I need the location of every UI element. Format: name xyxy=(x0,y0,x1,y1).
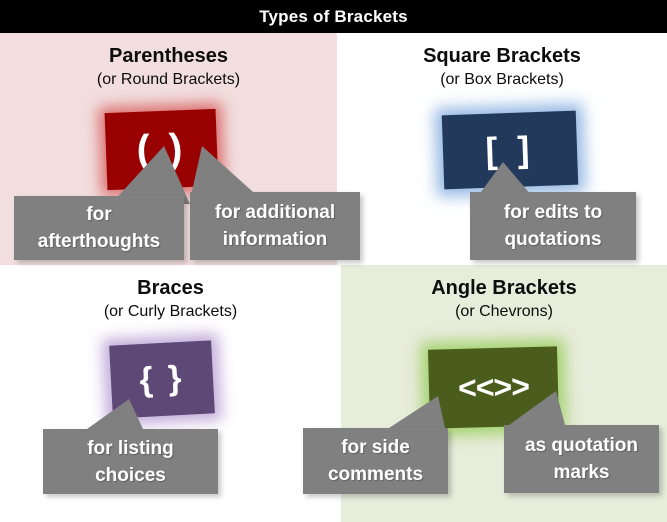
callout-quotation-marks: as quotation marks xyxy=(504,391,659,493)
heading-square-brackets-title: Square Brackets xyxy=(423,45,581,67)
callout-side-comments-body xyxy=(303,428,448,494)
heading-square-brackets: Square Brackets (or Box Brackets) xyxy=(337,44,667,91)
symbol-braces: { } xyxy=(138,358,186,400)
callout-side-comments-label: for side comments xyxy=(303,428,448,494)
heading-parentheses-title: Parentheses xyxy=(109,45,228,67)
callout-quotation-marks-line1: as quotation xyxy=(525,435,638,456)
callout-afterthoughts-body xyxy=(14,196,184,260)
callout-afterthoughts: for afterthoughts xyxy=(14,146,190,260)
callout-listing-choices-line2: choices xyxy=(95,464,166,486)
heading-braces-title: Braces xyxy=(137,277,204,299)
heading-braces-subtitle: (or Curly Brackets) xyxy=(103,303,238,320)
callout-listing-choices-label: for listing choices xyxy=(43,429,218,494)
callout-afterthoughts-tail-icon xyxy=(111,146,190,204)
heading-angle-brackets-title: Angle Brackets xyxy=(431,277,577,299)
callout-afterthoughts-line2: afterthoughts xyxy=(37,231,161,252)
callout-edits-to-quotations: for edits to quotations xyxy=(470,162,636,260)
callout-listing-choices: for listing choices xyxy=(43,399,218,494)
callout-edits-to-quotations-label: for edits to quotations xyxy=(470,192,636,260)
page-title: Types of Brackets xyxy=(0,0,667,33)
callout-listing-choices-body xyxy=(43,429,218,494)
heading-parentheses: Parentheses (or Round Brackets) xyxy=(0,44,337,91)
callout-side-comments: for side comments xyxy=(303,396,448,494)
callout-listing-choices-tail-icon xyxy=(87,399,143,429)
callout-additional-information-tail-icon xyxy=(190,146,262,200)
callout-afterthoughts-label: for afterthoughts xyxy=(14,196,184,260)
callout-edits-to-quotations-line2: quotations xyxy=(504,229,602,250)
callout-edits-to-quotations-tail-icon xyxy=(478,162,532,196)
callout-side-comments-line2: comments xyxy=(327,464,424,485)
callout-additional-information: for additional information xyxy=(190,146,360,260)
callout-edits-to-quotations-line1: for edits to xyxy=(503,202,603,223)
heading-braces: Braces (or Curly Brackets) xyxy=(0,276,341,323)
heading-square-brackets-subtitle: (or Box Brackets) xyxy=(440,71,564,88)
heading-angle-brackets-subtitle: (or Chevrons) xyxy=(455,303,553,320)
callout-quotation-marks-tail-icon xyxy=(509,391,565,425)
callout-quotation-marks-line2: marks xyxy=(553,462,610,483)
callout-afterthoughts-line1: for xyxy=(86,204,112,225)
callout-additional-information-line2: information xyxy=(222,229,328,250)
heading-angle-brackets: Angle Brackets (or Chevrons) xyxy=(341,276,667,323)
heading-parentheses-subtitle: (or Round Brackets) xyxy=(96,71,241,88)
callout-edits-to-quotations-body xyxy=(470,192,636,260)
callout-listing-choices-line1: for listing xyxy=(87,437,174,459)
callout-quotation-marks-body xyxy=(504,425,659,493)
callout-quotation-marks-label: as quotation marks xyxy=(504,425,659,493)
callout-side-comments-tail-icon xyxy=(389,396,445,428)
callout-side-comments-line1: for side xyxy=(341,437,410,458)
callout-additional-information-label: for additional information xyxy=(190,192,360,260)
callout-additional-information-line1: for additional xyxy=(214,202,336,223)
callout-additional-information-body xyxy=(190,192,360,260)
